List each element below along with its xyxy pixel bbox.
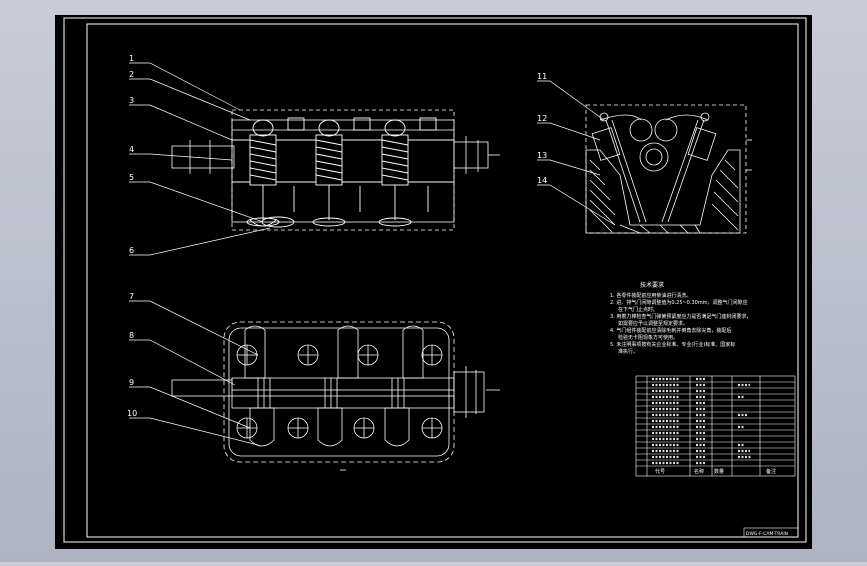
callout-13: 13 — [537, 151, 547, 160]
leader-lines-bottom — [129, 300, 259, 446]
note-3b: 如需要应予以调整至规定要求。 — [618, 320, 688, 327]
callout-9: 9 — [129, 378, 134, 387]
callout-8: 8 — [129, 331, 134, 340]
technical-notes: 技术要求 1. 各零件装配前应用柴油进行清洗。 2. 进、排气门间隙调整值为0.… — [610, 281, 751, 355]
cylinder-head-cross-section — [585, 104, 752, 234]
valve-train-section-view — [171, 109, 500, 231]
callout-labels-top: 1 2 3 4 5 6 — [129, 54, 134, 255]
callout-7: 7 — [129, 292, 134, 301]
note-2b: 在下气门止点时。 — [618, 306, 658, 313]
valve-spring-assemblies — [246, 117, 437, 228]
callout-10: 10 — [127, 409, 137, 418]
parts-list-header: 代号 名称 数量 备注 — [655, 468, 776, 475]
header-code: 代号 — [655, 468, 665, 475]
drawing-number: DWG-F-CAM-TRAIN — [746, 531, 788, 537]
callout-4: 4 — [129, 145, 134, 154]
callout-5: 5 — [129, 173, 134, 182]
callout-labels-bottom: 7 8 9 10 — [127, 292, 137, 418]
outer-frame — [63, 17, 807, 543]
camshaft-top-view — [171, 321, 500, 471]
leader-lines-top — [129, 62, 271, 256]
callout-2: 2 — [129, 70, 134, 79]
header-qty: 数量 — [714, 468, 724, 475]
callout-6: 6 — [129, 246, 134, 255]
note-3: 3. 用着力棒检查气门弹簧预紧度应力是否满足气门座封闭要求， — [610, 313, 751, 320]
drawing-number-box — [743, 527, 799, 538]
note-4: 4. 气门组件装配前应清除毛刺并倒角去除尖角，装配后 — [610, 327, 731, 334]
header-note: 备注 — [766, 468, 776, 475]
header-name: 名称 — [694, 468, 704, 475]
note-4b: 检验无卡阻现象方可使用。 — [618, 334, 678, 341]
leader-lines-right — [537, 80, 616, 226]
note-5b: 准执行。 — [618, 348, 638, 355]
callout-12: 12 — [537, 114, 547, 123]
note-5: 5. 未注明事项按有关企业标准、专业(行业)标准、国家标 — [610, 341, 735, 348]
callout-14: 14 — [537, 176, 547, 185]
callout-labels-right: 11 12 13 14 — [537, 72, 547, 185]
parts-list-rows — [652, 377, 752, 465]
note-2: 2. 进、排气门间隙调整值为0.25~0.30mm，调整气门间隙应 — [610, 299, 748, 306]
parts-list-table — [635, 375, 796, 477]
callout-3: 3 — [129, 96, 134, 105]
inner-frame — [86, 23, 799, 538]
notes-title: 技术要求 — [640, 281, 664, 289]
note-1: 1. 各零件装配前应用柴油进行清洗。 — [610, 292, 691, 299]
callout-11: 11 — [537, 72, 547, 81]
callout-1: 1 — [129, 54, 134, 63]
